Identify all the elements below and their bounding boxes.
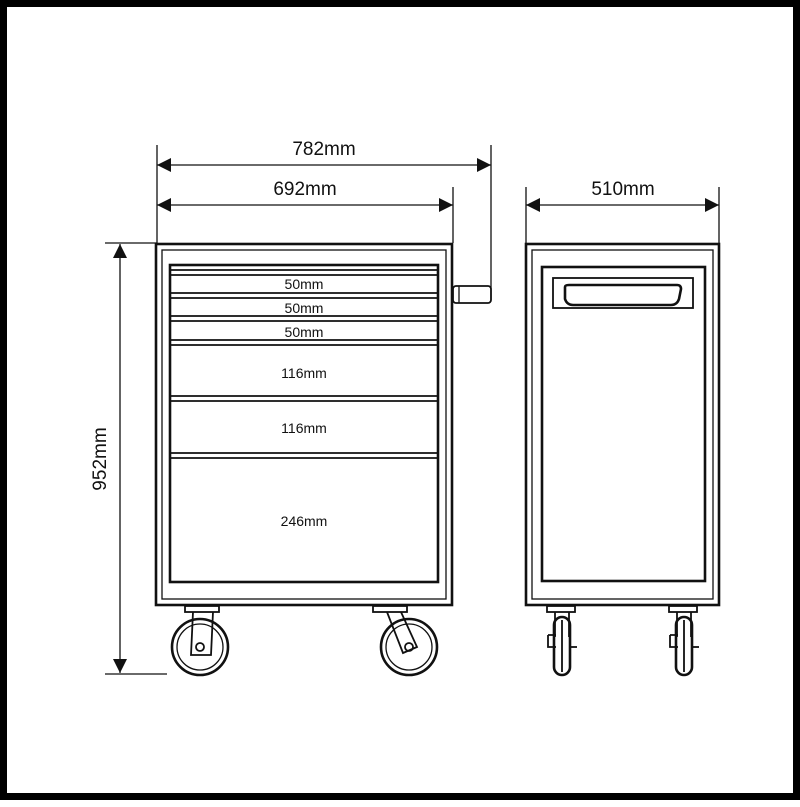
drawer-rails bbox=[171, 269, 437, 459]
drawer-label-4: 116mm bbox=[281, 365, 327, 381]
dimension-height: 952mm bbox=[90, 242, 167, 675]
drawer-label-3: 50mm bbox=[285, 324, 324, 340]
side-view bbox=[524, 242, 721, 677]
cabinet-drawing: 782mm 692mm 510mm 952mm bbox=[90, 139, 721, 677]
dimension-depth: 510mm bbox=[525, 179, 720, 243]
front-castor-right bbox=[372, 605, 439, 677]
label-depth: 510mm bbox=[591, 179, 654, 200]
label-height: 952mm bbox=[90, 427, 111, 490]
side-castor-right bbox=[668, 605, 699, 677]
front-cabinet-inner-frame bbox=[161, 249, 447, 600]
handle-plate bbox=[552, 277, 694, 309]
side-castor-left bbox=[546, 605, 577, 677]
side-handle bbox=[452, 285, 492, 304]
drawer-label-6: 246mm bbox=[281, 513, 328, 529]
side-panel bbox=[540, 265, 707, 583]
side-cabinet-inner-frame bbox=[531, 249, 714, 600]
handle-grip bbox=[563, 283, 683, 307]
dimension-body-width: 692mm bbox=[157, 179, 454, 243]
front-view: 50mm 50mm 50mm 116mm 116mm 246mm bbox=[154, 242, 492, 677]
drawer-label-1: 50mm bbox=[285, 276, 324, 292]
drawer-label-2: 50mm bbox=[285, 300, 324, 316]
label-body-width: 692mm bbox=[273, 179, 336, 200]
dimension-overall-width: 782mm bbox=[156, 139, 492, 289]
side-cabinet-outline bbox=[524, 242, 721, 607]
front-cabinet-outline bbox=[154, 242, 454, 607]
label-overall-width: 782mm bbox=[292, 139, 355, 160]
front-castor-left bbox=[170, 605, 230, 677]
front-drawer-bay bbox=[168, 263, 440, 584]
drawer-label-5: 116mm bbox=[281, 420, 327, 436]
side-panel-handle bbox=[552, 277, 694, 309]
